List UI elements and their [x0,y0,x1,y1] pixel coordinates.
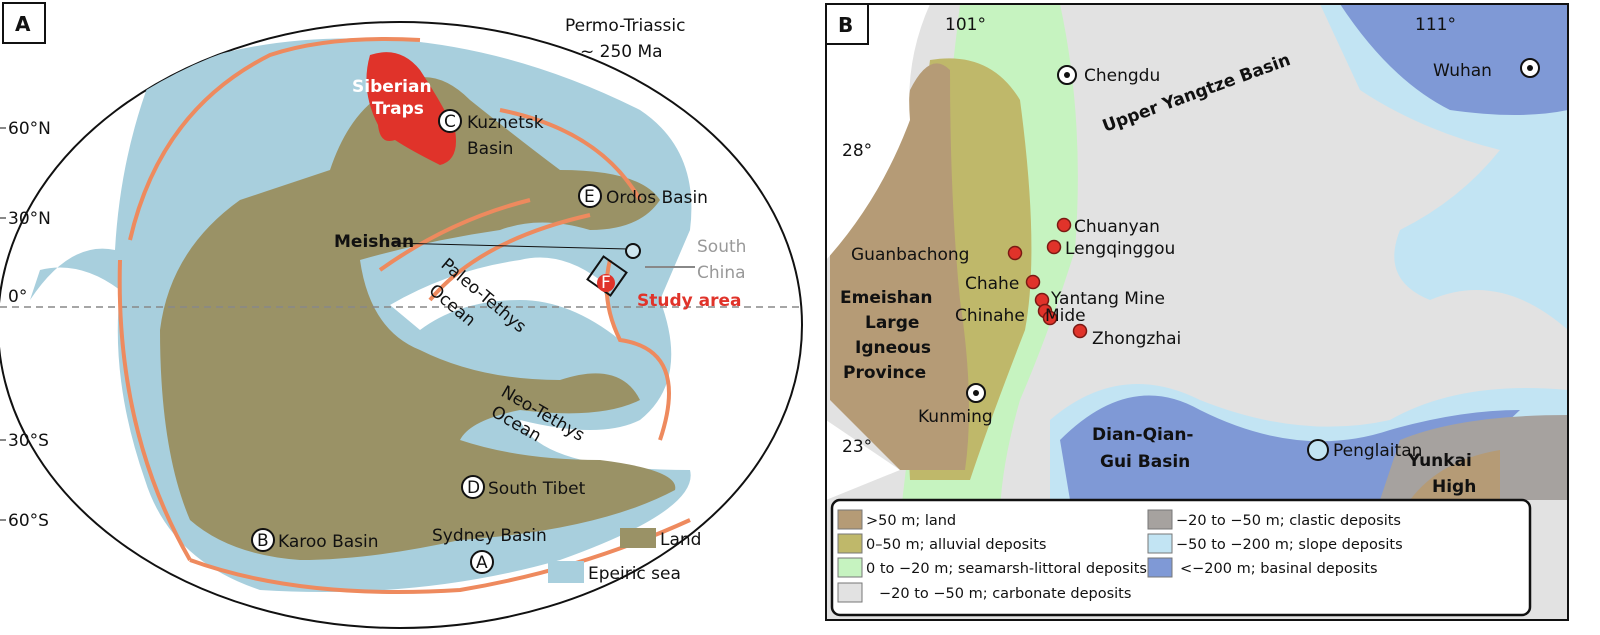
lat-label: 60°N [8,119,51,139]
lat-label: 30°N [8,209,51,229]
panel-a-legend: Land Epeiric sea [548,528,701,584]
section-label: Penglaitan [1333,441,1422,461]
site-label: Ordos Basin [606,188,708,208]
section-label: Chahe [965,274,1019,294]
site-c: C Kuznetsk Basin [438,109,544,159]
lon-label: 111° [1415,15,1456,35]
svg-text:D: D [467,478,480,498]
legend-item: −20 to −50 m; carbonate deposits [879,586,1131,602]
site-a: Sydney Basin A [432,526,547,574]
legend-item: >50 m; land [866,513,956,529]
svg-text:B: B [257,531,269,551]
section-label: Yantang Mine [1050,289,1165,309]
emeishan-lip-label: Emeishan Large Igneous Province [840,288,932,383]
svg-text:Province: Province [843,363,926,383]
map-age-subtitle: ~ 250 Ma [580,42,663,62]
legend-item: 0 to −20 m; seamarsh-littoral deposits [866,561,1147,577]
city-wuhan: Wuhan [1433,58,1540,81]
site-d: D South Tibet [461,475,586,499]
svg-text:Meishan: Meishan [334,232,414,252]
site-meishan: Meishan South China [334,232,746,283]
lat-label: 23° [842,437,872,457]
panel-b-label: B [838,13,853,37]
site-b: B Karoo Basin [251,528,379,552]
svg-text:Gui Basin: Gui Basin [1100,452,1190,472]
south-china-label: China [697,263,746,283]
panel-a-label-box [2,2,46,44]
basinal-zone [1060,4,1568,500]
section-label: Lengqinggou [1065,239,1175,259]
svg-text:High: High [1432,477,1476,497]
panel-a-label: A [15,12,31,36]
section-label: Mide [1045,306,1086,326]
site-label: Karoo Basin [278,532,379,552]
penglaitan-marker [1307,439,1329,461]
svg-text:Yunkai: Yunkai [1407,451,1472,471]
site-e: E Ordos Basin [578,184,708,208]
legend-epeiric-sea: Epeiric sea [588,564,681,584]
section-label: Zhongzhai [1092,329,1181,349]
subduction-zone [117,37,691,594]
legend-item: 0–50 m; alluvial deposits [866,537,1046,553]
city-kunming: Kunming [918,383,993,427]
yunkai-land [1410,450,1500,500]
study-area-label: Study area [637,291,742,311]
site-label: South Tibet [488,479,586,499]
south-china-label: South [697,237,746,257]
svg-text:Wuhan: Wuhan [1433,61,1492,81]
section-label: Chinahe [955,306,1025,326]
lat-label: 30°S [8,431,49,451]
legend-item: −50 to −200 m; slope deposits [1176,537,1403,553]
svg-text:Emeishan: Emeishan [840,288,932,308]
svg-text:Large: Large [865,313,919,333]
ocean-gap [390,257,620,340]
svg-text:C: C [444,112,456,132]
siberian-traps-area [366,52,456,166]
site-label: Kuznetsk [467,113,544,133]
dian-qian-gui-basin-label: Dian-Qian- Gui Basin [1092,425,1193,472]
land-zone [830,63,969,470]
siberian-traps-label: Siberian [352,77,432,97]
lat-label: 60°S [8,511,49,531]
svg-text:Chengdu: Chengdu [1084,66,1160,86]
panel-b-frame [825,3,1569,621]
lat-label: 0° [8,287,27,307]
white-outside [826,4,930,500]
svg-text:E: E [584,187,595,207]
svg-text:F: F [601,273,611,293]
svg-text:A: A [476,553,488,573]
siberian-traps-label: Traps [372,99,424,119]
map-age-title: Permo-Triassic [565,16,685,36]
city-chengdu: Chengdu [1057,65,1160,86]
legend-item: −20 to −50 m; clastic deposits [1176,513,1401,529]
lon-label: 101° [945,15,986,35]
pangaea-land [160,77,676,560]
svg-text:Kunming: Kunming [918,407,993,427]
legend-land: Land [660,530,701,550]
panel-b-legend: >50 m; land 0–50 m; alluvial deposits 0 … [830,498,1532,617]
svg-text:Dian-Qian-: Dian-Qian- [1092,425,1193,445]
panel-a: A Permo-Triassic ~ 250 Ma 60°N 30°N 0° 3… [0,2,803,629]
site-label: Sydney Basin [432,526,547,546]
lat-label: 28° [842,141,872,161]
slope-zone [1050,4,1568,500]
legend-item: <−200 m; basinal deposits [1180,561,1378,577]
latitude-axis [0,127,6,521]
svg-text:Igneous: Igneous [855,338,931,358]
site-f-study-area: F Study area [586,255,742,311]
section-markers [1007,217,1088,339]
panel-b: B 101° 111° 28° 23° Chengdu Wuhan Kunmin… [825,3,1569,621]
section-label: Guanbachong [851,245,969,265]
site-label: Basin [467,139,513,159]
section-label: Chuanyan [1074,217,1160,237]
yunkai-high-label: Yunkai High [1407,451,1476,497]
